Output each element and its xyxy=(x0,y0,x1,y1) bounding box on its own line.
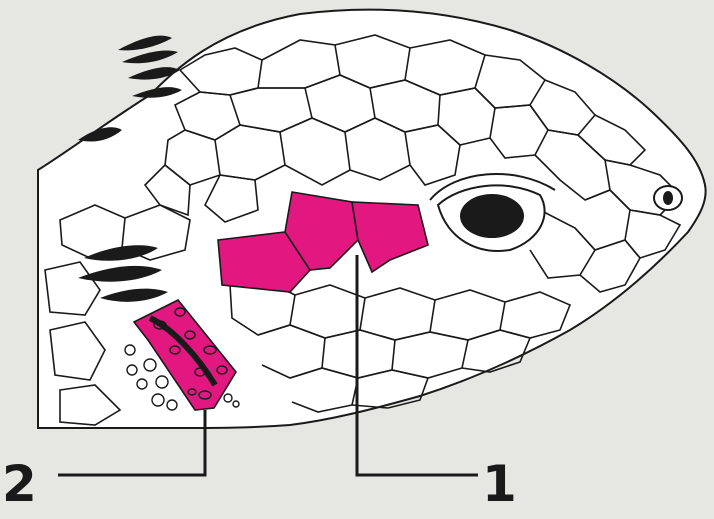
callout-label-2: 2 xyxy=(2,459,37,509)
nostril xyxy=(654,186,682,210)
callout-label-1: 1 xyxy=(482,459,517,509)
